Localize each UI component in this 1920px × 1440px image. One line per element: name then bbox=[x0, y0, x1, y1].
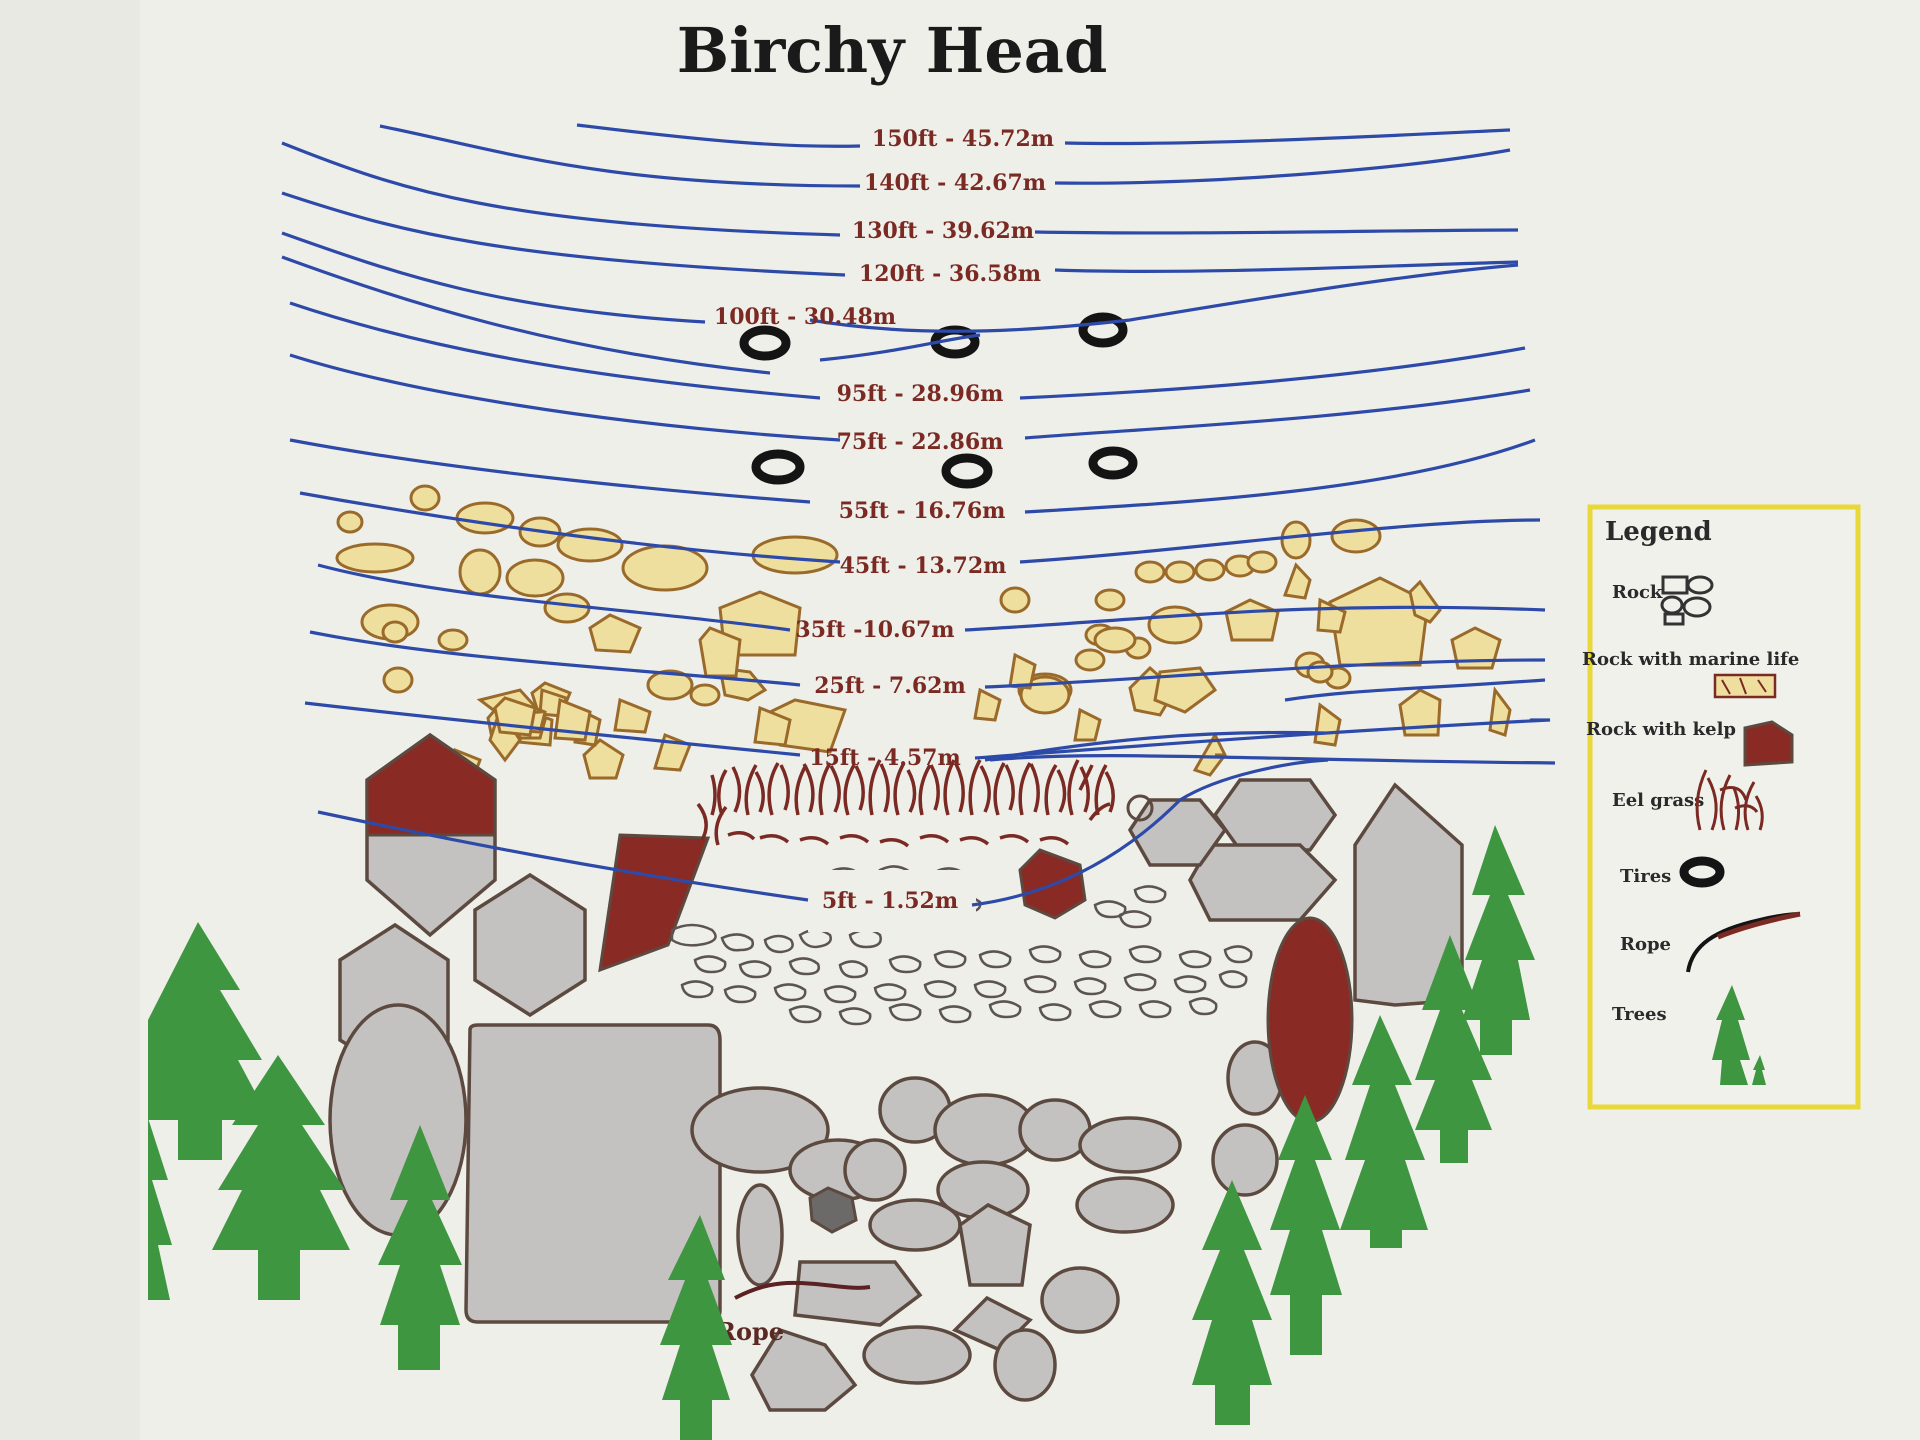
tree-icon bbox=[1462, 825, 1535, 1055]
depth-label-45ft: 45ft - 13.72m bbox=[840, 553, 1007, 579]
legend: Legend Rock Rock with marine life Rock w… bbox=[1582, 504, 1861, 1110]
depth-contours bbox=[281, 123, 1556, 907]
depth-label-25ft: 25ft - 7.62m bbox=[814, 673, 966, 699]
depth-label-5ft: 5ft - 1.52m bbox=[822, 888, 958, 914]
rocks bbox=[328, 732, 1464, 1412]
rock-marine-life-icon bbox=[1713, 673, 1777, 699]
depth-label-95ft: 95ft - 28.96m bbox=[837, 381, 1004, 407]
legend-label-eel-grass: Eel grass bbox=[1612, 790, 1704, 811]
depth-label-100ft: 100ft - 30.48m bbox=[714, 304, 896, 330]
tree-icon bbox=[1340, 1015, 1428, 1248]
tree-icon bbox=[1192, 1180, 1272, 1425]
tree-icon bbox=[1270, 1095, 1342, 1355]
tree-icon bbox=[148, 1118, 172, 1330]
tree-icon bbox=[148, 922, 270, 1160]
tree-icon bbox=[212, 1055, 350, 1300]
tree-icon bbox=[1712, 985, 1750, 1085]
depth-label-150ft: 150ft - 45.72m bbox=[872, 126, 1054, 152]
legend-label-tires: Tires bbox=[1620, 866, 1671, 887]
kelp-rocks bbox=[365, 733, 1354, 1124]
legend-label-kelp: Rock with kelp bbox=[1586, 719, 1736, 740]
legend-label-rope: Rope bbox=[1620, 934, 1671, 955]
map-title: Birchy Head bbox=[677, 14, 1108, 87]
tree-icon bbox=[378, 1125, 462, 1370]
legend-title: Legend bbox=[1605, 517, 1712, 547]
depth-label-35ft: 35ft -10.67m bbox=[795, 617, 954, 643]
depth-label-130ft: 130ft - 39.62m bbox=[852, 218, 1034, 244]
eel-grass bbox=[696, 759, 1115, 848]
tree-icon bbox=[1752, 1055, 1766, 1085]
trees bbox=[148, 825, 1535, 1440]
depth-label-120ft: 120ft - 36.58m bbox=[859, 261, 1041, 287]
legend-label-marine-life: Rock with marine life bbox=[1582, 649, 1799, 670]
depth-label-75ft: 75ft - 22.86m bbox=[837, 429, 1004, 455]
eel-grass-icon bbox=[1695, 769, 1764, 831]
pebble-field bbox=[670, 865, 1253, 1026]
depth-labels: 150ft - 45.72m 140ft - 42.67m 130ft - 39… bbox=[714, 126, 1054, 914]
tree-icon bbox=[660, 1215, 732, 1440]
depth-label-140ft: 140ft - 42.67m bbox=[864, 170, 1046, 196]
legend-label-trees: Trees bbox=[1612, 1004, 1667, 1025]
rock-kelp-icon bbox=[1743, 720, 1794, 767]
legend-label-rock: Rock bbox=[1612, 582, 1663, 603]
depth-label-15ft: 15ft - 4.57m bbox=[809, 745, 961, 771]
rock-icon bbox=[1660, 575, 1714, 626]
depth-label-55ft: 55ft - 16.76m bbox=[839, 498, 1006, 524]
tire-icon bbox=[1679, 856, 1725, 888]
